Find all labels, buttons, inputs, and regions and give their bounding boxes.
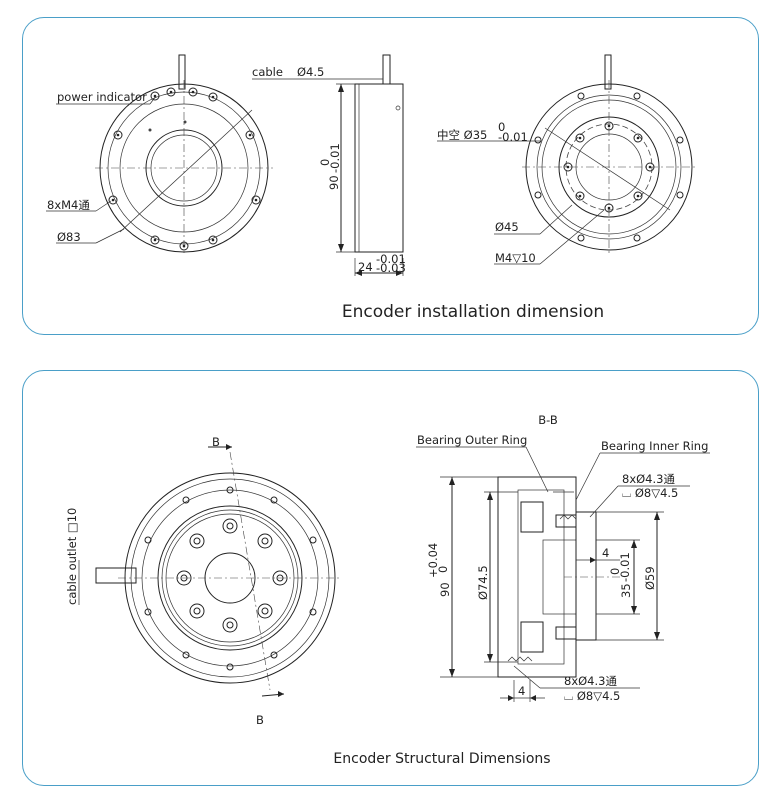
hole-bottom-1: 8xØ4.3通 xyxy=(564,674,617,688)
hollow-label: 中空 Ø35 xyxy=(437,128,487,142)
dim-90-tol-lower: 0 xyxy=(436,566,450,573)
dim-35-tol-upper: 0 xyxy=(608,568,622,575)
width-value: 24 xyxy=(358,260,373,274)
install-rear-view: 中空 Ø35 0 -0.01 Ø45 M4▽10 xyxy=(437,54,696,265)
section-mark-top: B xyxy=(212,435,220,449)
dim-35-tol-lower: -0.01 xyxy=(618,552,632,582)
outer-ring-label: Bearing Outer Ring xyxy=(417,433,527,447)
dim-4-top: 4 xyxy=(602,546,609,560)
structural-front-view: B B cable outlet □10 xyxy=(65,435,340,727)
structural-title: Encoder Structural Dimensions xyxy=(333,751,550,767)
height-tol-lower: -0.01 xyxy=(328,143,342,173)
hollow-tol-upper: 0 xyxy=(498,120,505,134)
section-mark-bottom: B xyxy=(256,713,264,727)
section-view: B-B Bearing Outer Ring Bearing Inner Rin… xyxy=(416,413,710,703)
dim-90-tol-upper: +0.04 xyxy=(426,543,440,578)
cable-outlet-stub xyxy=(95,567,137,584)
outer-diameter-label: Ø83 xyxy=(57,230,81,244)
dim-90: 90 xyxy=(438,582,452,597)
section-title: B-B xyxy=(538,413,558,427)
front-mount-holes xyxy=(108,87,261,251)
height-tol-upper: 0 xyxy=(318,159,332,166)
side-body xyxy=(354,83,404,253)
dim-74-5: Ø74.5 xyxy=(476,565,490,600)
hole-bottom-2: ⌴ Ø8▽4.5 xyxy=(564,689,620,703)
thread-depth-label: M4▽10 xyxy=(495,251,536,265)
pcd-label: Ø45 xyxy=(495,220,519,234)
inner-ring-label: Bearing Inner Ring xyxy=(601,439,708,453)
height-value: 90 xyxy=(327,175,341,190)
installation-title: Encoder installation dimension xyxy=(342,302,604,322)
width-tol-lower: -0.03 xyxy=(376,261,406,275)
dim-59: Ø59 xyxy=(643,566,657,590)
dim-35: 35 xyxy=(619,583,633,598)
rear-holes xyxy=(534,92,684,242)
hole-top-2: ⌴ Ø8▽4.5 xyxy=(622,486,678,500)
width-tol-upper: -0.01 xyxy=(376,252,406,266)
cable-diameter-label: Ø4.5 xyxy=(297,65,324,79)
cable-outlet-label: cable outlet □10 xyxy=(65,508,79,605)
install-front-view: power indicator 8xM4通 Ø83 xyxy=(46,54,273,256)
structural-panel xyxy=(22,370,759,786)
dim-4-bottom: 4 xyxy=(518,684,525,698)
thread-holes-label: 8xM4通 xyxy=(47,198,90,212)
hollow-tol-lower: -0.01 xyxy=(498,130,528,144)
hole-top-1: 8xØ4.3通 xyxy=(622,472,675,486)
structural-bolt-holes xyxy=(144,486,317,671)
cable-label: cable xyxy=(252,65,283,79)
power-indicator-label: power indicator xyxy=(57,90,147,104)
install-side-view: cable Ø4.5 90 0 -0.01 24 -0.01 -0.03 xyxy=(252,54,406,276)
